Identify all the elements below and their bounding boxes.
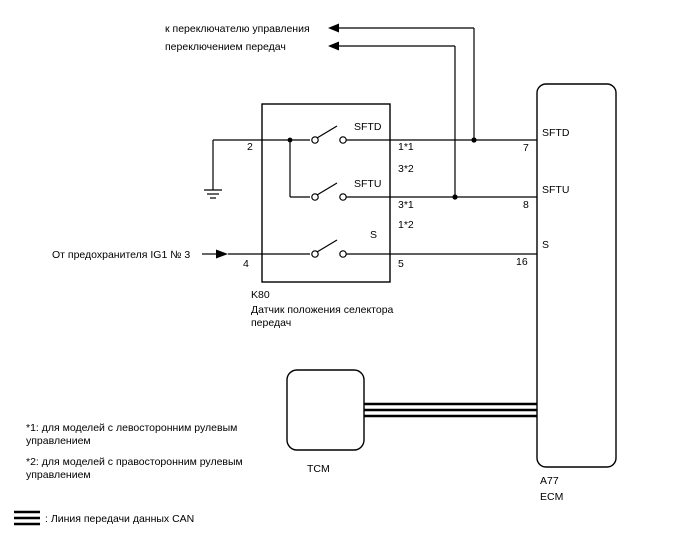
can-legend-label: : Линия передачи данных CAN — [45, 513, 194, 525]
sensor-name-line2: передач — [251, 317, 291, 329]
pin-label: 2 — [247, 141, 253, 153]
shift-position-sensor-box — [261, 103, 391, 283]
switch-internal-wiring — [262, 137, 310, 255]
pin-label: 1*2 — [398, 219, 414, 231]
pin-label: 3*2 — [398, 163, 414, 175]
ecm-id: A77 — [540, 475, 559, 487]
tcm-box — [286, 369, 365, 451]
ecm-box — [536, 83, 617, 468]
shift-switch-label-line1: к переключателю управления — [165, 23, 310, 35]
can-legend-icon — [14, 510, 40, 526]
pin-label: 5 — [398, 258, 404, 270]
sftd-switch-label: SFTD — [354, 121, 382, 133]
pin-label: 3*1 — [398, 199, 414, 211]
sftu-switch-label: SFTU — [354, 178, 381, 190]
sftd-switch-icon — [311, 125, 390, 144]
ecm-pin-number: 8 — [523, 199, 529, 211]
fuse-source-label: От предохранителя IG1 № 3 — [52, 249, 190, 261]
arrow-right-icon — [202, 249, 262, 259]
ecm-pin-number: 16 — [516, 256, 528, 268]
tcm-name: TCM — [307, 463, 330, 475]
ecm-pin-label: SFTU — [542, 184, 569, 196]
pin-label: 1*1 — [398, 141, 414, 153]
shift-switch-label-line2: переключением передач — [165, 41, 286, 53]
s-switch-label: S — [370, 229, 377, 241]
note-1-line1: *1: для моделей с левосторонним рулевым — [26, 422, 237, 434]
note-2-line1: *2: для моделей с правосторонним рулевым — [26, 456, 243, 468]
sensor-id: K80 — [251, 289, 270, 301]
sensor-name-line1: Датчик положения селектора — [251, 304, 394, 316]
pin-label: 4 — [243, 258, 249, 270]
ground-icon — [204, 139, 262, 199]
note-2-line2: управлением — [26, 469, 91, 481]
ecm-pin-label: SFTD — [542, 127, 570, 139]
ecm-pin-label: S — [542, 239, 549, 251]
ecm-wires — [390, 137, 537, 255]
can-bus-lines — [364, 402, 537, 418]
ecm-pin-number: 7 — [523, 142, 529, 154]
s-switch-icon — [311, 239, 390, 258]
sftu-switch-icon — [311, 182, 390, 201]
ecm-name: ECM — [540, 491, 563, 503]
shift-switch-arrows — [328, 23, 475, 197]
note-1-line2: управлением — [26, 435, 91, 447]
